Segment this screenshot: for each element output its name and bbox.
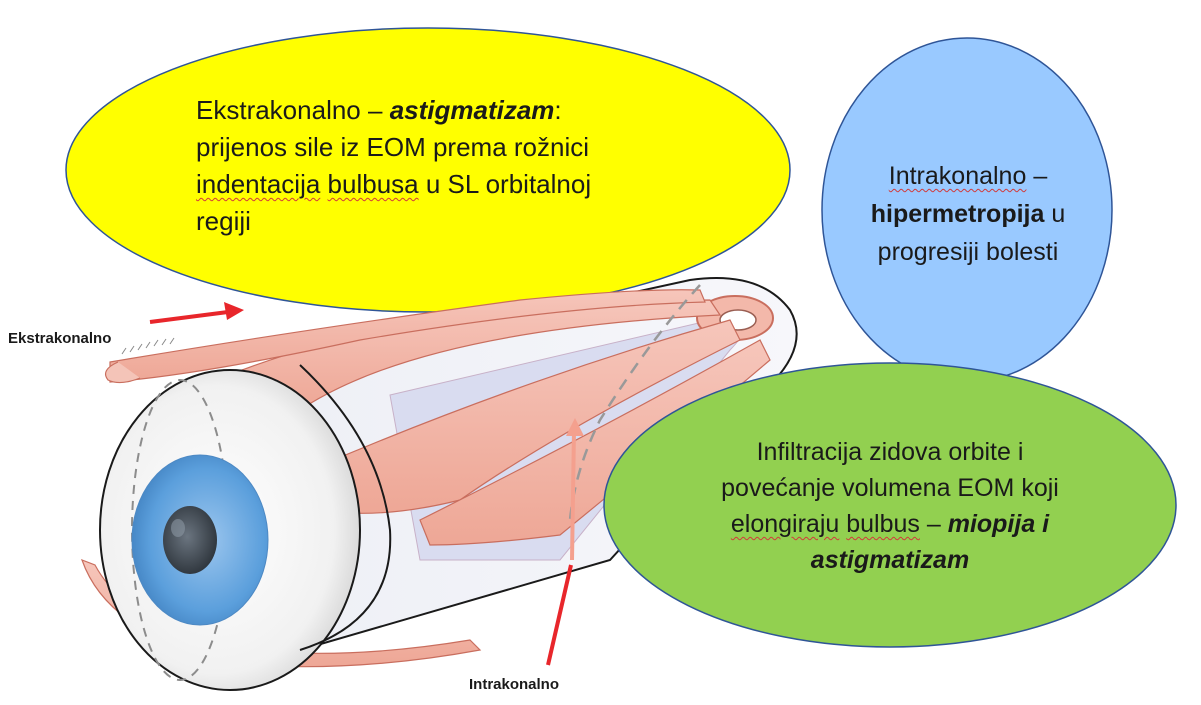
intraconal-bubble-text: Intrakonalno – hipermetropija u progresi… xyxy=(848,157,1088,271)
pupil-highlight xyxy=(171,519,185,537)
extraconal-arrow xyxy=(150,302,244,322)
extraconal-bubble-text: Ekstrakonalno – astigmatizam: prijenos s… xyxy=(196,92,636,240)
infiltration-line: Infiltracija zidova orbite i xyxy=(700,434,1080,470)
extraconal-label: Ekstrakonalno xyxy=(8,330,111,347)
tendon-fringe xyxy=(122,338,174,354)
extraconal-lead: Ekstrakonalno xyxy=(196,95,361,125)
intraconal-label: Intrakonalno xyxy=(469,676,559,693)
infiltration-bubble-text: Infiltracija zidova orbite i povećanje v… xyxy=(700,434,1080,578)
astigmatism-emphasis-2: astigmatizam xyxy=(700,542,1080,578)
myopia-emphasis: miopija i xyxy=(948,510,1049,538)
hyperopia-emphasis: hipermetropija xyxy=(871,200,1045,228)
astigmatism-emphasis: astigmatizam xyxy=(390,95,555,125)
force-transfer-line: prijenos sile iz EOM prema rožnici xyxy=(196,129,636,166)
progression-line: progresiji bolesti xyxy=(848,233,1088,271)
pupil xyxy=(163,506,217,574)
region-line: regiji xyxy=(196,203,636,240)
volume-line: povećanje volumena EOM koji xyxy=(700,470,1080,506)
